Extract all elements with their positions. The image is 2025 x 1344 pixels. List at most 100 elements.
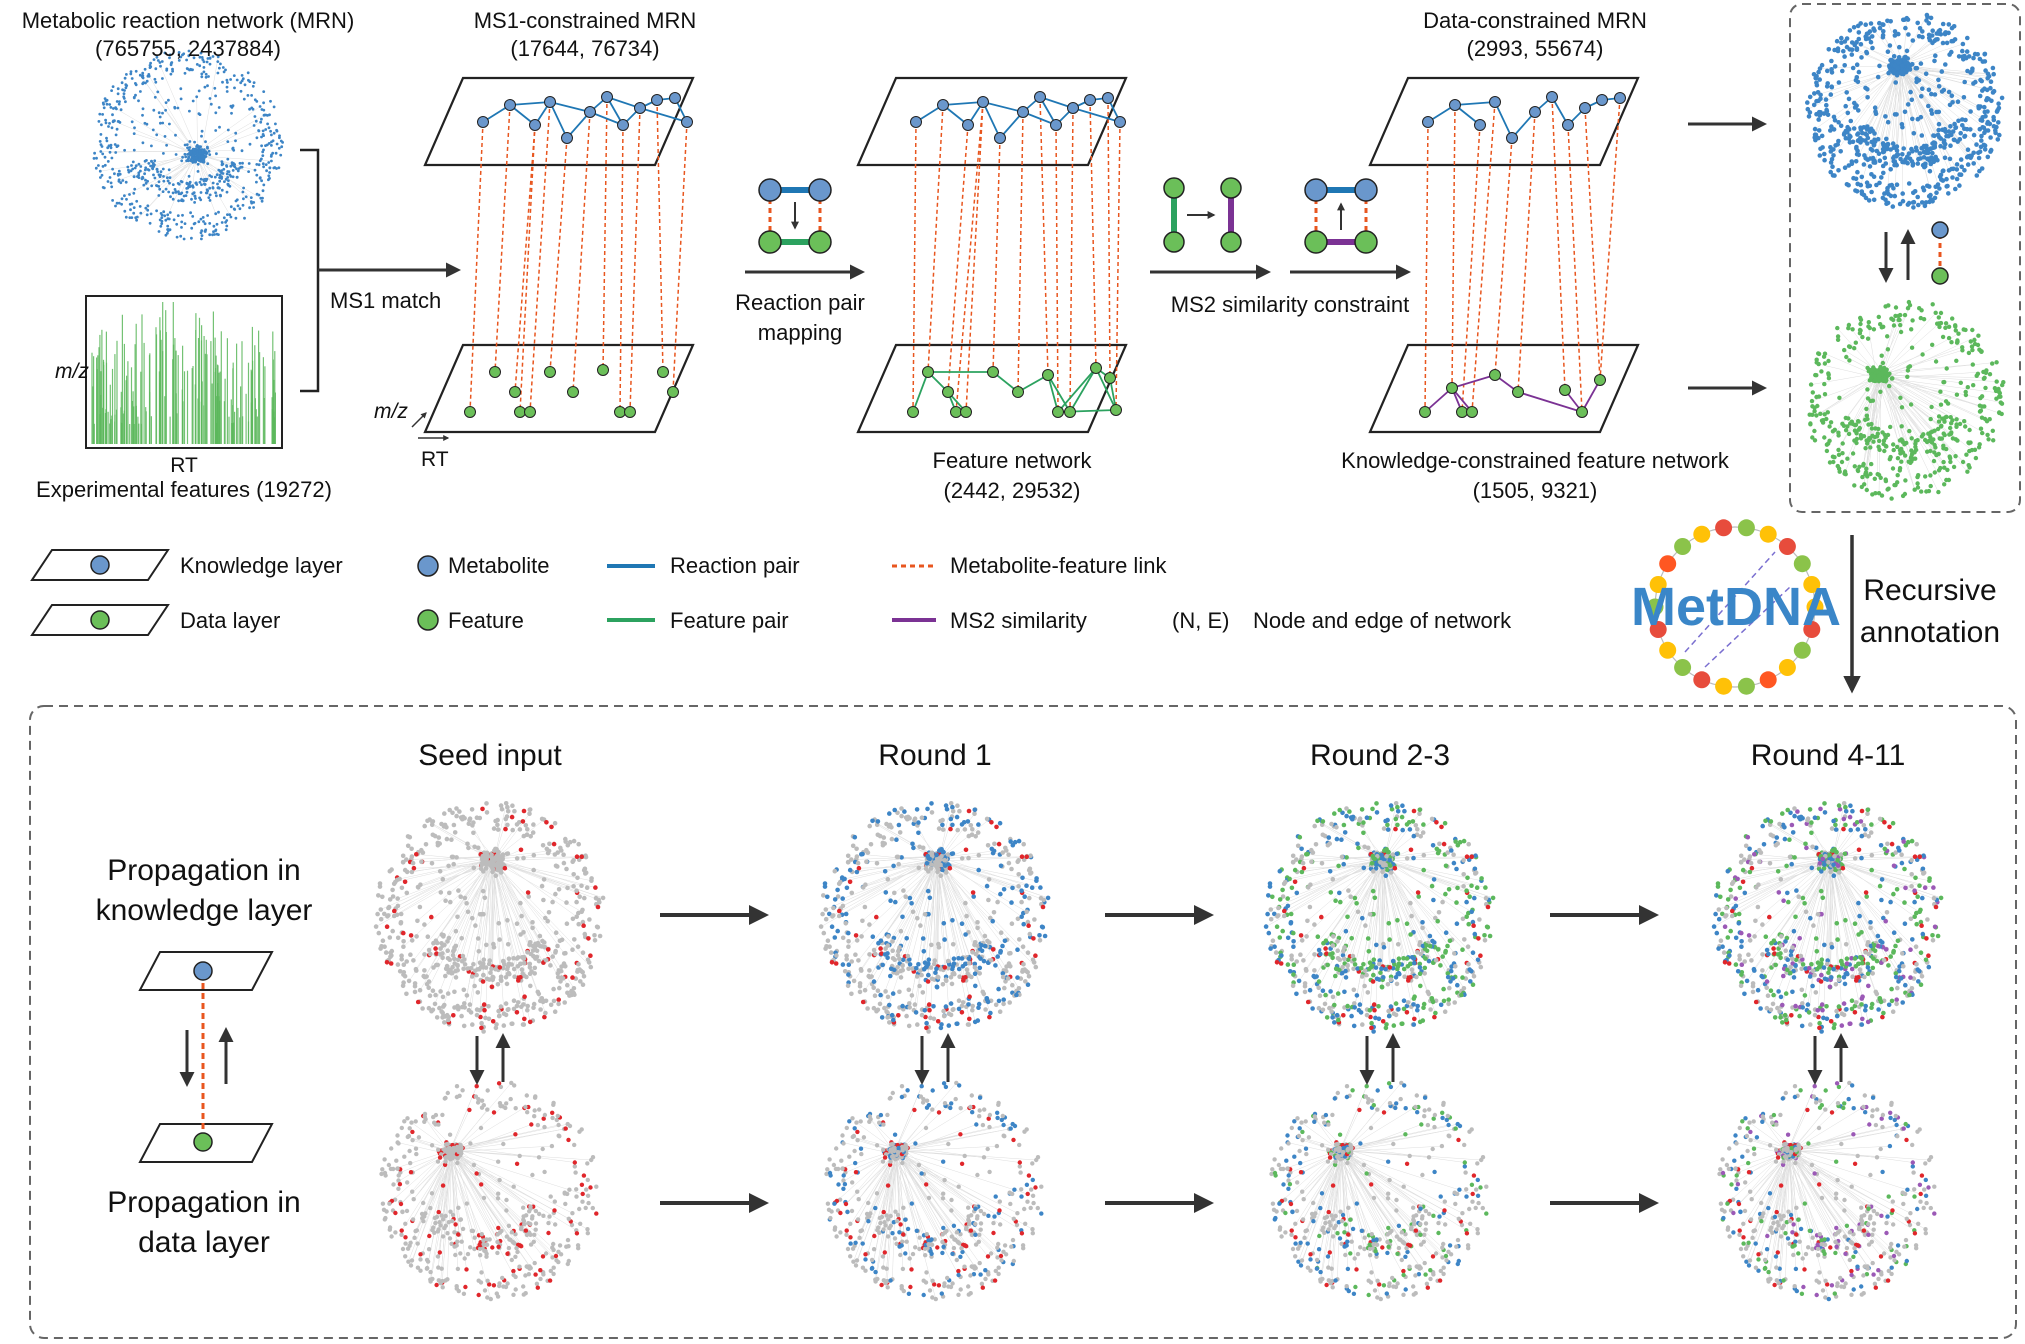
cloud-node [523,823,529,828]
cloud-node [174,153,178,156]
prop-data-label-1: Propagation in [107,1186,300,1219]
cloud-node [217,233,220,237]
cloud-node [215,152,218,156]
legend-ne-desc: Node and edge of network [1253,608,1512,633]
cloud-node [179,55,183,59]
cloud-node [1978,426,1984,431]
feature-node [657,366,669,378]
cloud-node [234,199,238,203]
cloud-node [453,1222,458,1227]
cloud-node [503,1012,509,1018]
cloud-node [183,143,187,147]
cloud-node [521,956,527,961]
cloud-node [221,80,224,84]
cloud-node [581,974,587,979]
cloud-node [1936,84,1942,89]
cloud-node [425,818,430,824]
cloud-node [911,845,916,851]
cloud-node [442,811,447,816]
cloud-node [187,49,191,53]
cloud-node [477,1008,483,1013]
cloud-node [1991,114,1996,120]
cloud-node [1839,40,1844,45]
cloud-node [1871,142,1877,147]
cloud-node [199,191,203,194]
cloud-node [474,1084,479,1089]
cloud-node [387,1201,392,1206]
cloud-node [161,111,164,115]
cloud-node [1843,472,1848,477]
cloud-node [380,938,386,943]
cloud-node [563,1126,568,1131]
cloud-node [422,823,428,829]
legend-knowledge-layer: Knowledge layer [30,549,343,581]
cloud-node [527,971,533,977]
cloud-node [1931,133,1936,138]
cloud-node [522,960,527,966]
cloud-node [1938,389,1943,394]
cloud-node [456,1232,461,1237]
cloud-node [1854,62,1860,67]
cloud-node [1890,141,1896,146]
cloud-node [1869,172,1874,177]
cloud-node [400,1209,405,1215]
cloud-node [1841,48,1846,54]
cloud-node [388,1166,394,1172]
cloud-node [511,966,517,972]
cloud-node [164,187,168,191]
cloud-node [215,194,218,198]
cloud-node [1873,111,1879,117]
cloud-node [231,146,235,150]
cloud-node [461,1291,467,1297]
cloud-node [208,199,212,202]
cloud-node [198,150,202,153]
cloud-node [1882,448,1887,454]
cloud-node [104,118,107,122]
cloud-node [458,1251,463,1256]
cloud-edge [196,155,272,162]
cloud-node [509,1230,515,1235]
cloud-node [579,1182,585,1188]
cloud-node [141,176,145,180]
cloud-node [239,81,243,85]
cloud-node [436,835,442,840]
cloud-node [217,106,221,109]
cloud-node [192,191,196,195]
metabolite-feature-link [965,101,984,413]
cloud-node [495,827,501,832]
cloud-edge [1903,67,1958,180]
cloud-node [589,1157,594,1163]
cloud-node [198,180,202,184]
legend-feature-pair-label: Feature pair [670,608,789,633]
cloud-node [531,1005,536,1010]
logo-ring-dot [1659,555,1677,573]
cloud-node [137,162,141,166]
cloud-node [1854,431,1859,436]
cloud-node [124,86,128,90]
cloud-node [1860,130,1865,136]
cloud-node [521,1205,526,1210]
cloud-node [1921,143,1927,149]
cloud-node [1860,334,1865,340]
cloud-node [1885,334,1890,339]
cloud-node [454,1243,459,1248]
cloud-node [491,1283,497,1288]
cloud-node [101,113,104,116]
reaction-pair-mapping-label-2: mapping [758,320,842,345]
feature-node [1456,406,1468,418]
cloud-node [262,183,266,187]
cloud-node [1988,147,1994,153]
cloud-node [1822,151,1827,157]
cloud-node [144,178,147,182]
cloud-node [144,206,148,210]
cloud-edge [1847,375,1881,459]
cloud-node [1982,104,1987,110]
cloud-edge [450,1152,511,1240]
cloud-node [1930,156,1935,162]
data-network-cloud [1807,299,2006,501]
cloud-node [581,923,586,928]
cloud-node [1845,110,1851,116]
cloud-node [501,1023,507,1028]
cloud-node [1930,342,1935,347]
cloud-node [594,924,600,930]
